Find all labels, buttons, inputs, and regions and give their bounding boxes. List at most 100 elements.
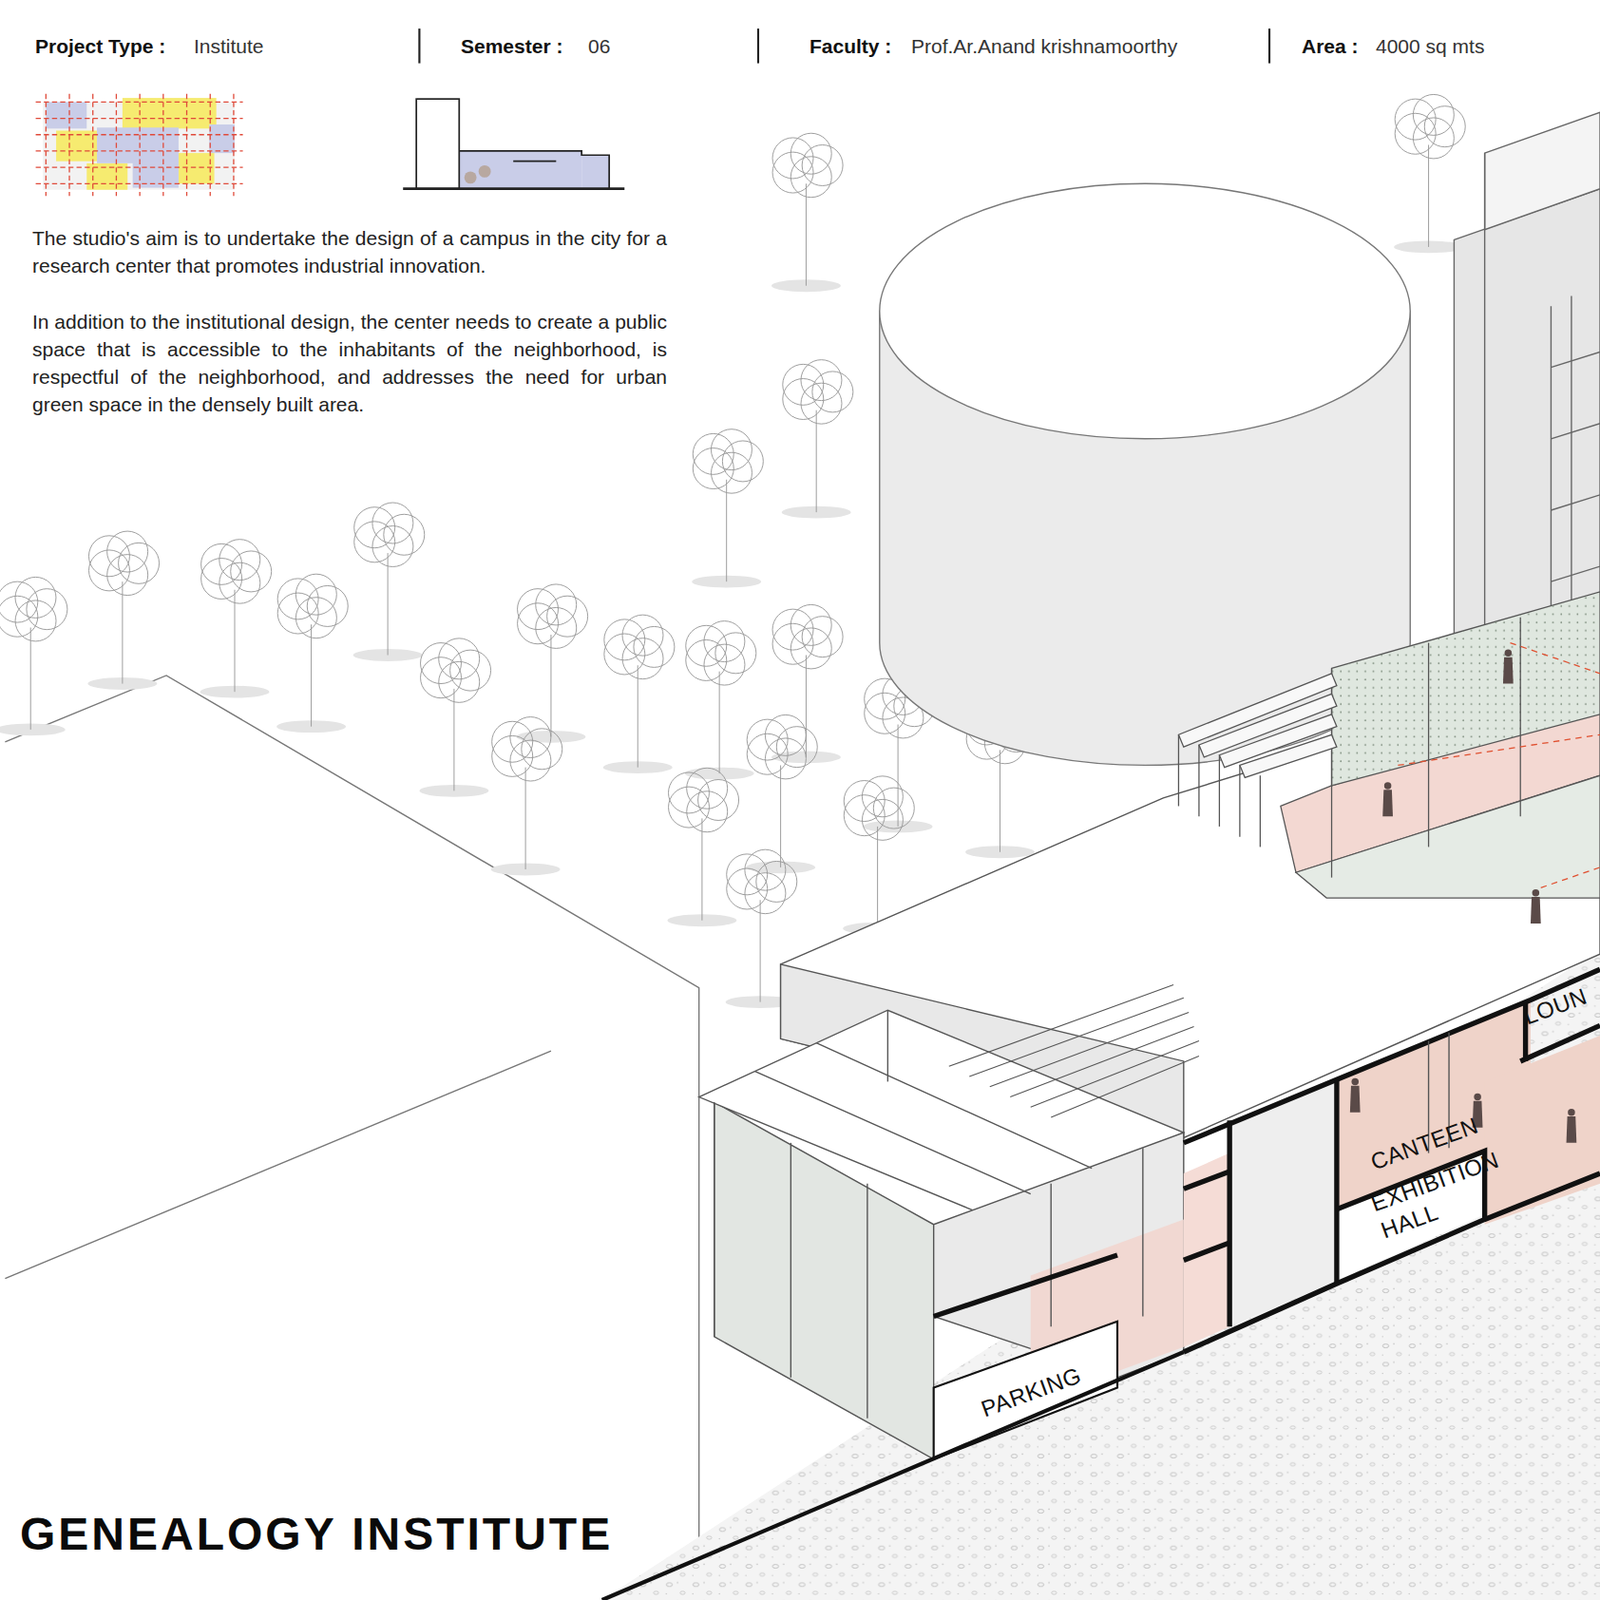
drawing-ellipse bbox=[879, 183, 1410, 439]
drawing-line bbox=[816, 410, 818, 513]
drawing-circle bbox=[1504, 649, 1513, 658]
drawing-g bbox=[36, 94, 244, 196]
drawing-g bbox=[36, 94, 244, 196]
drawing-line bbox=[637, 665, 639, 767]
drawing-polygon bbox=[1332, 591, 1600, 786]
drawing-circle bbox=[715, 632, 757, 674]
drawing-path bbox=[1530, 896, 1542, 924]
drawing-polyline bbox=[1183, 1242, 1230, 1260]
drawing-circle bbox=[306, 585, 348, 627]
field-name: Project Type : bbox=[35, 35, 166, 58]
drawing-circle bbox=[295, 573, 337, 615]
drawing-circle bbox=[383, 514, 425, 555]
drawing-line bbox=[513, 160, 556, 163]
drawing-line bbox=[999, 749, 1001, 852]
drawing-line bbox=[719, 671, 721, 774]
drawing-line bbox=[755, 1071, 1031, 1195]
drawing-polyline bbox=[458, 151, 610, 190]
drawing-rect bbox=[458, 151, 582, 190]
drawing-polyline bbox=[1183, 1171, 1230, 1189]
drawing-circle bbox=[790, 604, 832, 646]
drawing-line bbox=[232, 94, 234, 196]
drawing-polygon bbox=[1183, 1153, 1230, 1348]
field-value: 4000 sq mts bbox=[1375, 35, 1485, 58]
drawing-circle bbox=[801, 616, 843, 658]
drawing-line bbox=[387, 552, 389, 655]
drawing-circle bbox=[776, 726, 818, 768]
field-name: Semester : bbox=[460, 35, 563, 58]
drawing-circle bbox=[1567, 1108, 1576, 1117]
drawing-line bbox=[1268, 28, 1271, 64]
brief-paragraph: The studio's aim is to undertake the des… bbox=[32, 224, 667, 280]
drawing-polygon bbox=[602, 949, 1600, 1600]
drawing-line bbox=[1198, 744, 1200, 817]
drawing-line bbox=[402, 187, 625, 191]
drawing-circle bbox=[686, 767, 728, 809]
drawing-polyline bbox=[4, 675, 699, 1600]
drawing-line bbox=[1520, 617, 1522, 817]
drawing-g bbox=[4, 675, 699, 1600]
drawing-line bbox=[138, 94, 140, 196]
drawing-circle bbox=[1351, 1078, 1359, 1086]
drawing-circle bbox=[0, 581, 39, 623]
drawing-circle bbox=[521, 728, 563, 770]
drawing-line bbox=[760, 899, 762, 1002]
drawing-line bbox=[121, 581, 123, 684]
drawing-line bbox=[234, 590, 236, 692]
drawing-circle bbox=[107, 531, 149, 572]
drawing-line bbox=[4, 1050, 552, 1278]
drawing-line bbox=[805, 654, 807, 757]
drawing-line bbox=[1226, 1120, 1232, 1327]
drawing-path bbox=[1382, 789, 1393, 817]
drawing-polyline bbox=[1520, 1025, 1600, 1062]
field-value: Institute bbox=[193, 35, 265, 58]
drawing-g bbox=[419, 28, 1270, 64]
field-value: Prof.Ar.Anand krishnamoorthy bbox=[911, 35, 1178, 58]
drawing-rect bbox=[209, 124, 235, 153]
drawing-circle bbox=[15, 576, 57, 618]
drawing-line bbox=[1550, 352, 1600, 368]
drawing-circle bbox=[801, 145, 843, 187]
drawing-line bbox=[701, 818, 703, 920]
drawing-line bbox=[969, 997, 1184, 1077]
drawing-circle bbox=[219, 539, 261, 581]
drawing-rect bbox=[416, 98, 459, 190]
drawing-circle bbox=[547, 595, 589, 637]
drawing-line bbox=[453, 688, 455, 791]
drawing-polyline bbox=[1183, 969, 1600, 1143]
field-name: Area : bbox=[1301, 35, 1359, 58]
drawing-line bbox=[68, 94, 70, 196]
drawing-circle bbox=[450, 649, 492, 691]
drawing-line bbox=[310, 624, 312, 726]
drawing-circle bbox=[704, 621, 745, 663]
drawing-circle bbox=[790, 133, 832, 174]
drawing-line bbox=[1550, 495, 1600, 511]
drawing-line bbox=[1333, 1079, 1339, 1284]
drawing-circle bbox=[812, 371, 854, 413]
drawing-line bbox=[92, 94, 94, 196]
drawing-line bbox=[1050, 1183, 1052, 1327]
drawing-line bbox=[725, 479, 727, 582]
drawing-line bbox=[602, 1352, 1184, 1600]
drawing-g bbox=[1397, 643, 1600, 889]
drawing-circle bbox=[861, 776, 903, 818]
drawing-g bbox=[1178, 673, 1336, 848]
field-name: Faculty : bbox=[809, 35, 892, 58]
drawing-path bbox=[1503, 657, 1514, 685]
drawing-circle bbox=[756, 860, 798, 902]
drawing-polyline bbox=[1397, 734, 1600, 765]
drawing-line bbox=[1428, 643, 1429, 848]
drawing-circle bbox=[710, 429, 752, 471]
drawing-circle bbox=[1384, 781, 1392, 790]
drawing-g bbox=[1183, 1000, 1600, 1348]
drawing-line bbox=[790, 1142, 792, 1378]
sheet-title: GENEALOGY INSTITUTE bbox=[19, 1507, 613, 1561]
brief-paragraph: In addition to the institutional design,… bbox=[32, 307, 667, 419]
drawing-rect bbox=[581, 154, 610, 189]
drawing-circle bbox=[722, 440, 763, 482]
drawing-line bbox=[897, 724, 899, 827]
drawing-line bbox=[933, 1255, 1118, 1316]
drawing-line bbox=[1142, 1147, 1143, 1316]
drawing-polyline bbox=[1541, 867, 1600, 888]
drawing-circle bbox=[800, 360, 842, 401]
